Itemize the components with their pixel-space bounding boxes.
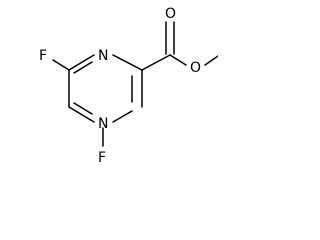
bond-c4-f <box>52 59 70 71</box>
bond-ring-carbonyl-c <box>141 54 171 71</box>
bonds <box>52 21 218 147</box>
atom-labels: N N F F O O <box>39 6 201 166</box>
molecule-structure: N N F F O O <box>39 6 218 166</box>
bond-n-top-c4 <box>68 54 95 71</box>
atom-n-bottom: N <box>98 116 108 132</box>
bond-c2-n-top <box>112 54 143 71</box>
bond-c5-c6 <box>68 106 95 123</box>
bond-c-o-ester <box>169 54 187 66</box>
atom-f-bottom: F <box>98 150 106 166</box>
atom-o-ester: O <box>190 60 201 76</box>
atom-f-top: F <box>39 48 47 64</box>
atom-n-top: N <box>98 48 108 64</box>
atom-o-carbonyl: O <box>165 6 176 22</box>
bond-o-methyl <box>204 55 218 66</box>
bond-c6-n-bottom <box>112 110 133 123</box>
bond-n-top-c4-inner <box>73 61 93 74</box>
bond-c5-c6-inner <box>73 102 93 115</box>
